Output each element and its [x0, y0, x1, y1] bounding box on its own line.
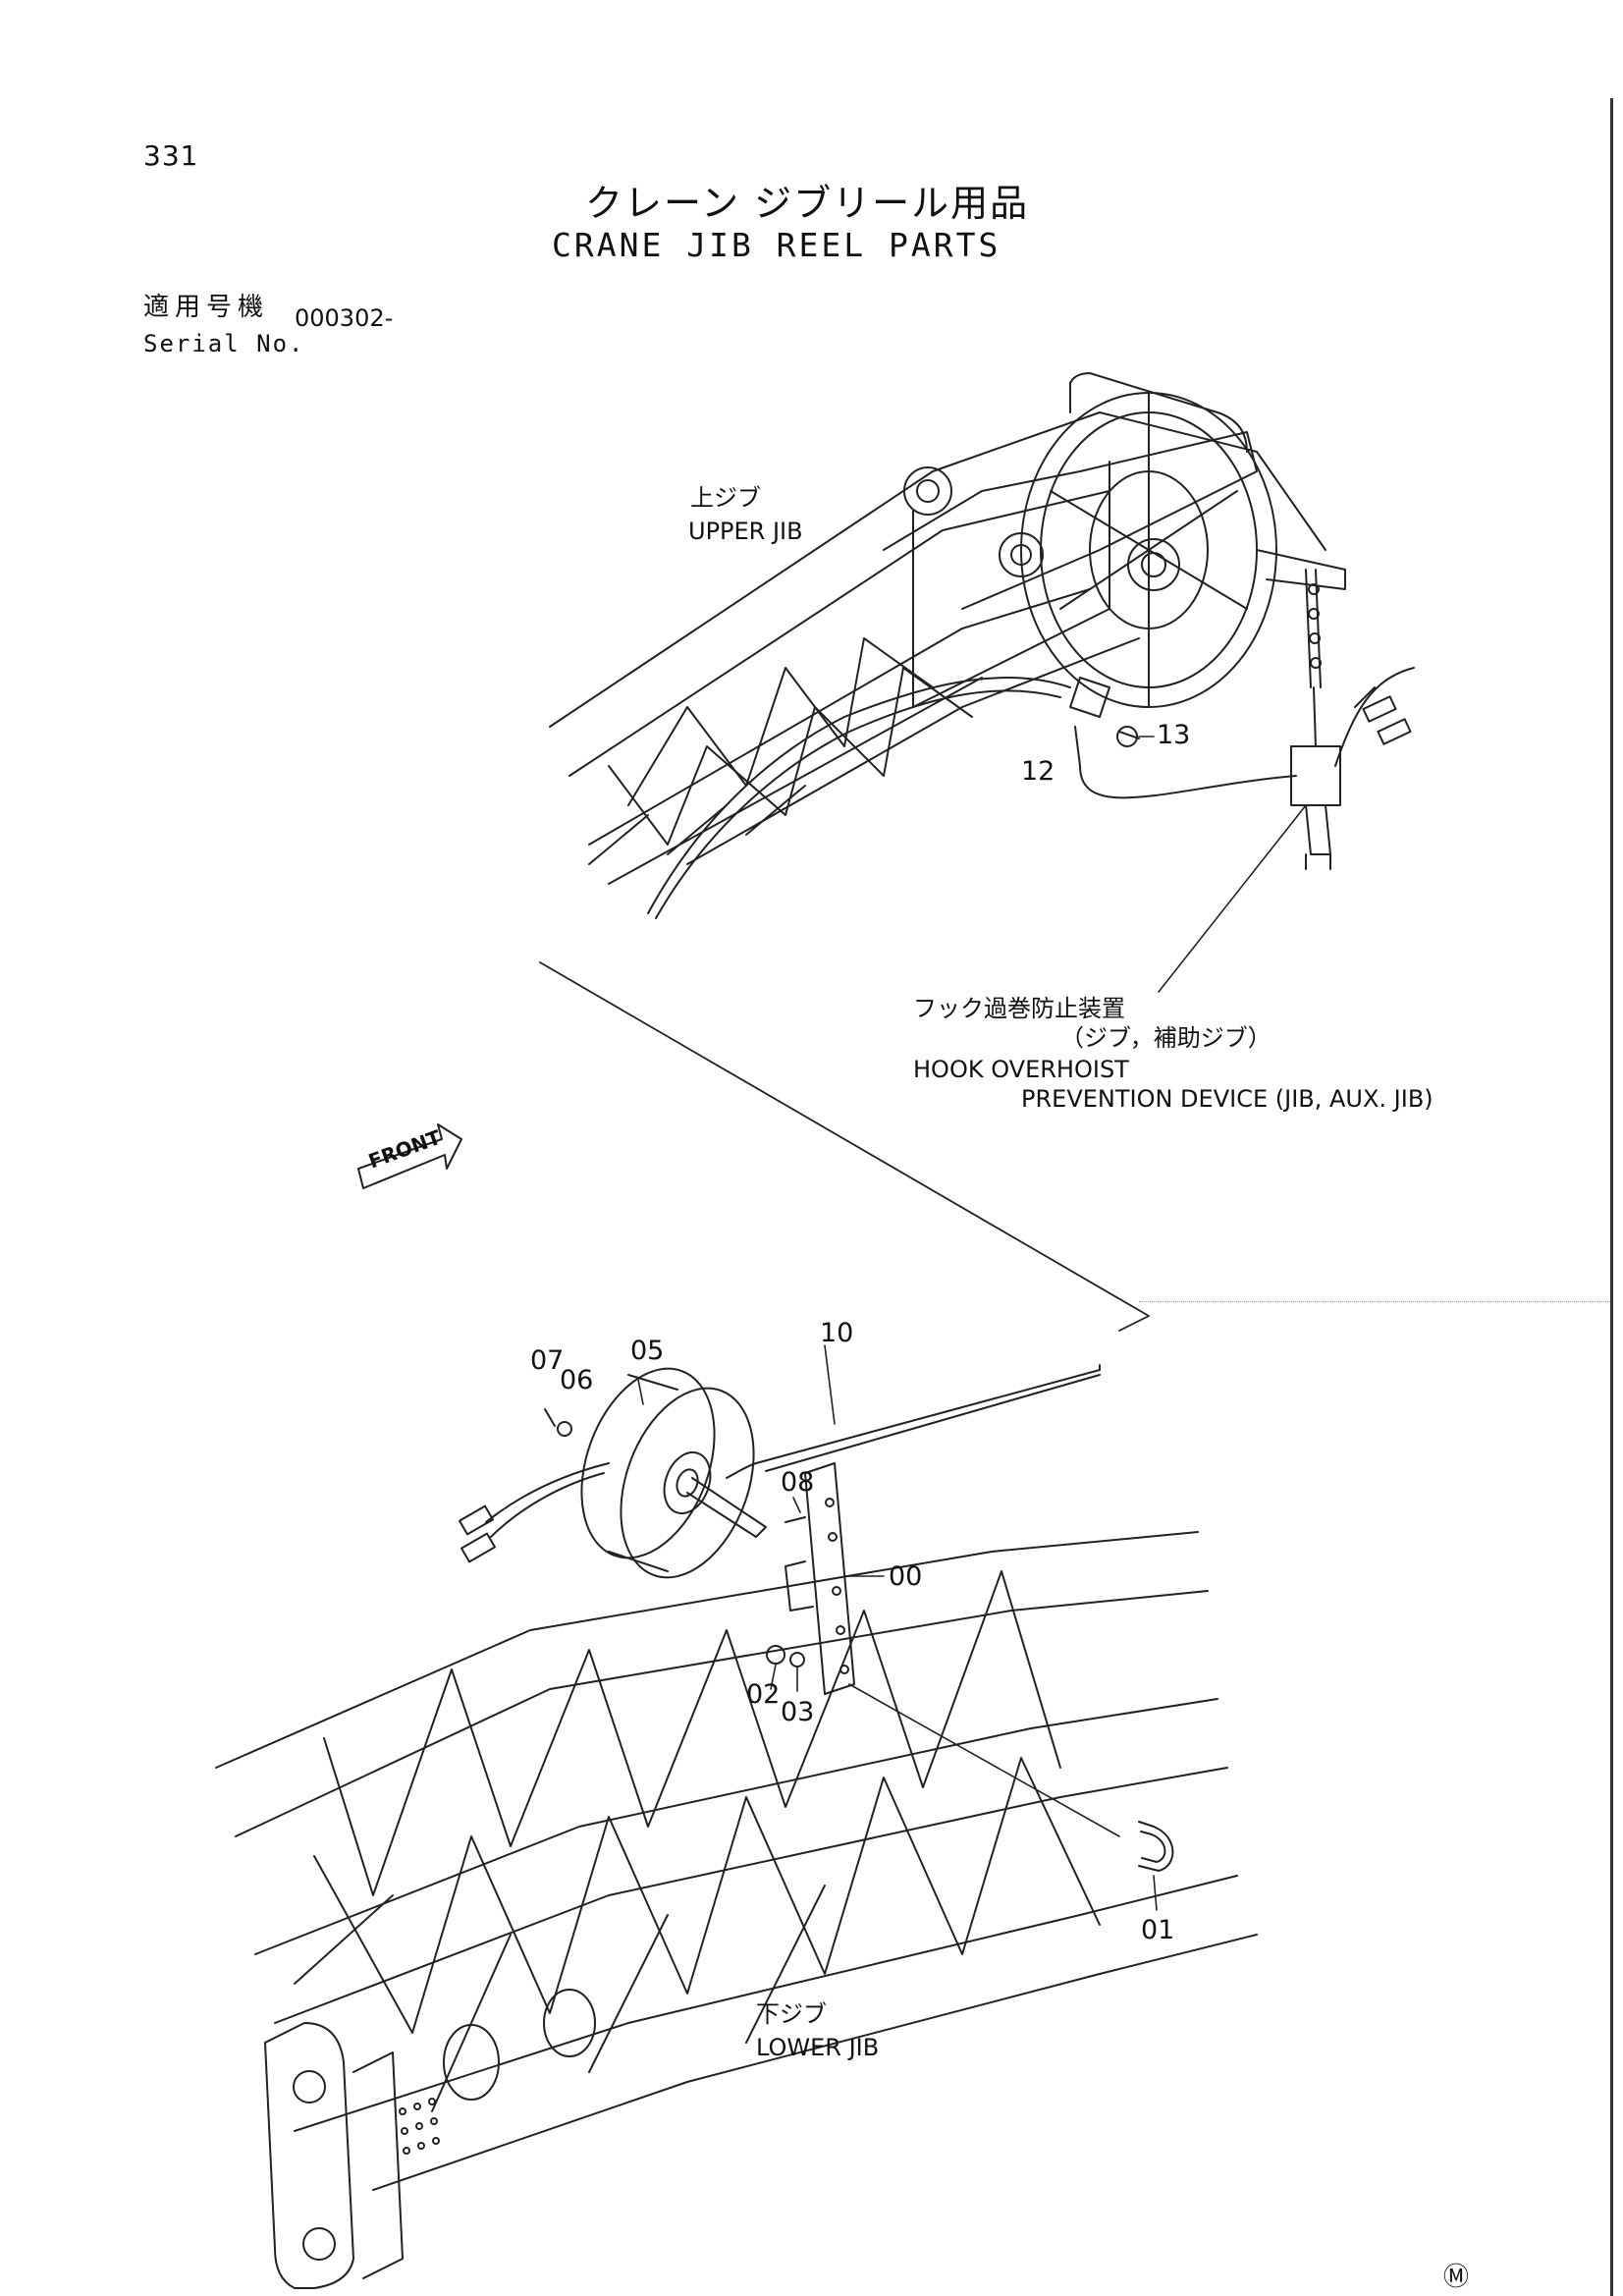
hook-device-label-jp-2: （ジブ，補助ジブ）: [1060, 1024, 1271, 1052]
cable-break-line: [539, 961, 1150, 1332]
part-number-01: 01: [1141, 1915, 1175, 1945]
part-number-10: 10: [820, 1318, 854, 1348]
lower-jib-drawing: [215, 1531, 1258, 2289]
part-number-03: 03: [781, 1697, 815, 1727]
hook-device-label-en-2: PREVENTION DEVICE (JIB, AUX. JIB): [1021, 1085, 1434, 1113]
part-number-02: 02: [746, 1679, 781, 1710]
part-number-05: 05: [630, 1336, 665, 1366]
reel-assembly-drawing: [459, 1344, 1174, 1911]
part-number-12: 12: [1021, 756, 1055, 787]
upper-jib-label-en: UPPER JIB: [688, 518, 803, 545]
page-number: 331: [143, 139, 199, 172]
lower-jib-label-jp: 下ジブ: [756, 2000, 827, 2028]
dotted-divider: [1139, 1301, 1610, 1302]
part-number-08: 08: [781, 1467, 815, 1498]
serial-label-japanese: 適用号機: [143, 293, 270, 322]
part-number-00: 00: [889, 1561, 923, 1592]
part-number-13: 13: [1157, 720, 1191, 750]
corner-mark: Ⓜ: [1443, 2263, 1470, 2292]
lower-jib-label-en: LOWER JIB: [756, 2034, 880, 2061]
title-japanese: クレーン ジブリール用品: [585, 182, 1030, 225]
serial-value: 000302-: [295, 304, 394, 332]
upper-jib-label-jp: 上ジブ: [690, 484, 761, 512]
hook-device-label-jp-1: フック過巻防止装置: [913, 995, 1125, 1022]
serial-label-english: Serial No.: [143, 330, 305, 357]
part-number-07: 07: [530, 1345, 565, 1376]
hook-device-label-en-1: HOOK OVERHOIST: [913, 1056, 1129, 1083]
title-english: CRANE JIB REEL PARTS: [552, 226, 1001, 264]
front-arrow-icon: [357, 1123, 462, 1189]
page-edge-rule: [1610, 98, 1613, 2296]
upper-jib-drawing: [549, 372, 1415, 993]
part-number-06: 06: [560, 1365, 594, 1395]
